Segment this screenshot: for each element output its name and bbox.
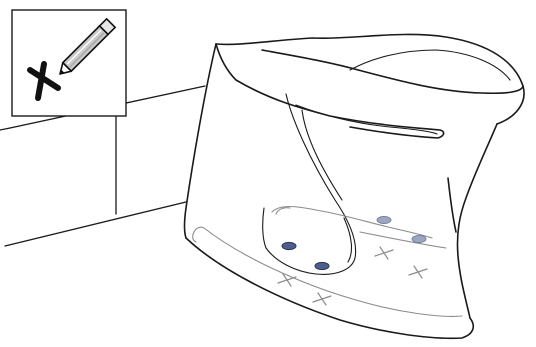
- pedestal-left-side: [185, 44, 217, 238]
- bowl-front-edge: [216, 44, 444, 138]
- bowl-rim-outer: [216, 34, 524, 124]
- wall-left-segment: [0, 128, 10, 130]
- trap-inner-curve: [302, 110, 342, 200]
- hole-rear-right: [412, 235, 426, 242]
- floor-wall-line: [5, 202, 186, 246]
- hole-rear-left: [377, 216, 391, 223]
- foot-cavity-line-2: [360, 232, 446, 248]
- bowl-rim-inner: [262, 50, 523, 93]
- cross-mark-3: [375, 247, 393, 259]
- pedestal-right-side: [457, 124, 497, 318]
- cross-mark-1: [278, 274, 296, 286]
- trap-outer-curve: [263, 94, 356, 274]
- base-inner-left-corner: [193, 232, 196, 242]
- trap-inner-curve-2: [344, 218, 351, 262]
- toilet-bowl: [185, 34, 525, 338]
- floor-cross-marks: [278, 247, 427, 305]
- hole-front-left: [282, 242, 296, 249]
- cross-mark-4: [409, 266, 427, 278]
- cross-mark-2: [313, 293, 331, 305]
- bowl-inner-curve: [350, 50, 510, 80]
- inset-marking-icon-box: [12, 10, 126, 116]
- hole-front-right: [315, 262, 329, 269]
- base-outline: [186, 238, 473, 338]
- pedestal-rear-contour: [448, 178, 456, 232]
